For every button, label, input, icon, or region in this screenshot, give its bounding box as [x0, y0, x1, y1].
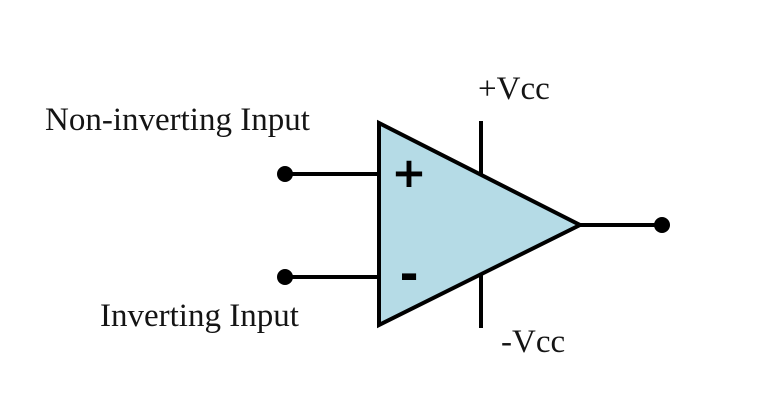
negative-supply-label: -Vcc: [501, 324, 565, 360]
opamp-triangle: [377, 119, 585, 329]
output-terminal-dot: [654, 217, 670, 233]
non-inverting-input-label: Non-inverting Input: [45, 102, 310, 138]
inverting-input-label: Inverting Input: [100, 298, 299, 334]
minus-terminal-sign: -: [399, 247, 418, 301]
positive-supply-label: +Vcc: [478, 71, 550, 107]
non-inverting-terminal-dot: [277, 166, 293, 182]
inverting-terminal-dot: [277, 269, 293, 285]
plus-terminal-sign: +: [391, 148, 426, 197]
